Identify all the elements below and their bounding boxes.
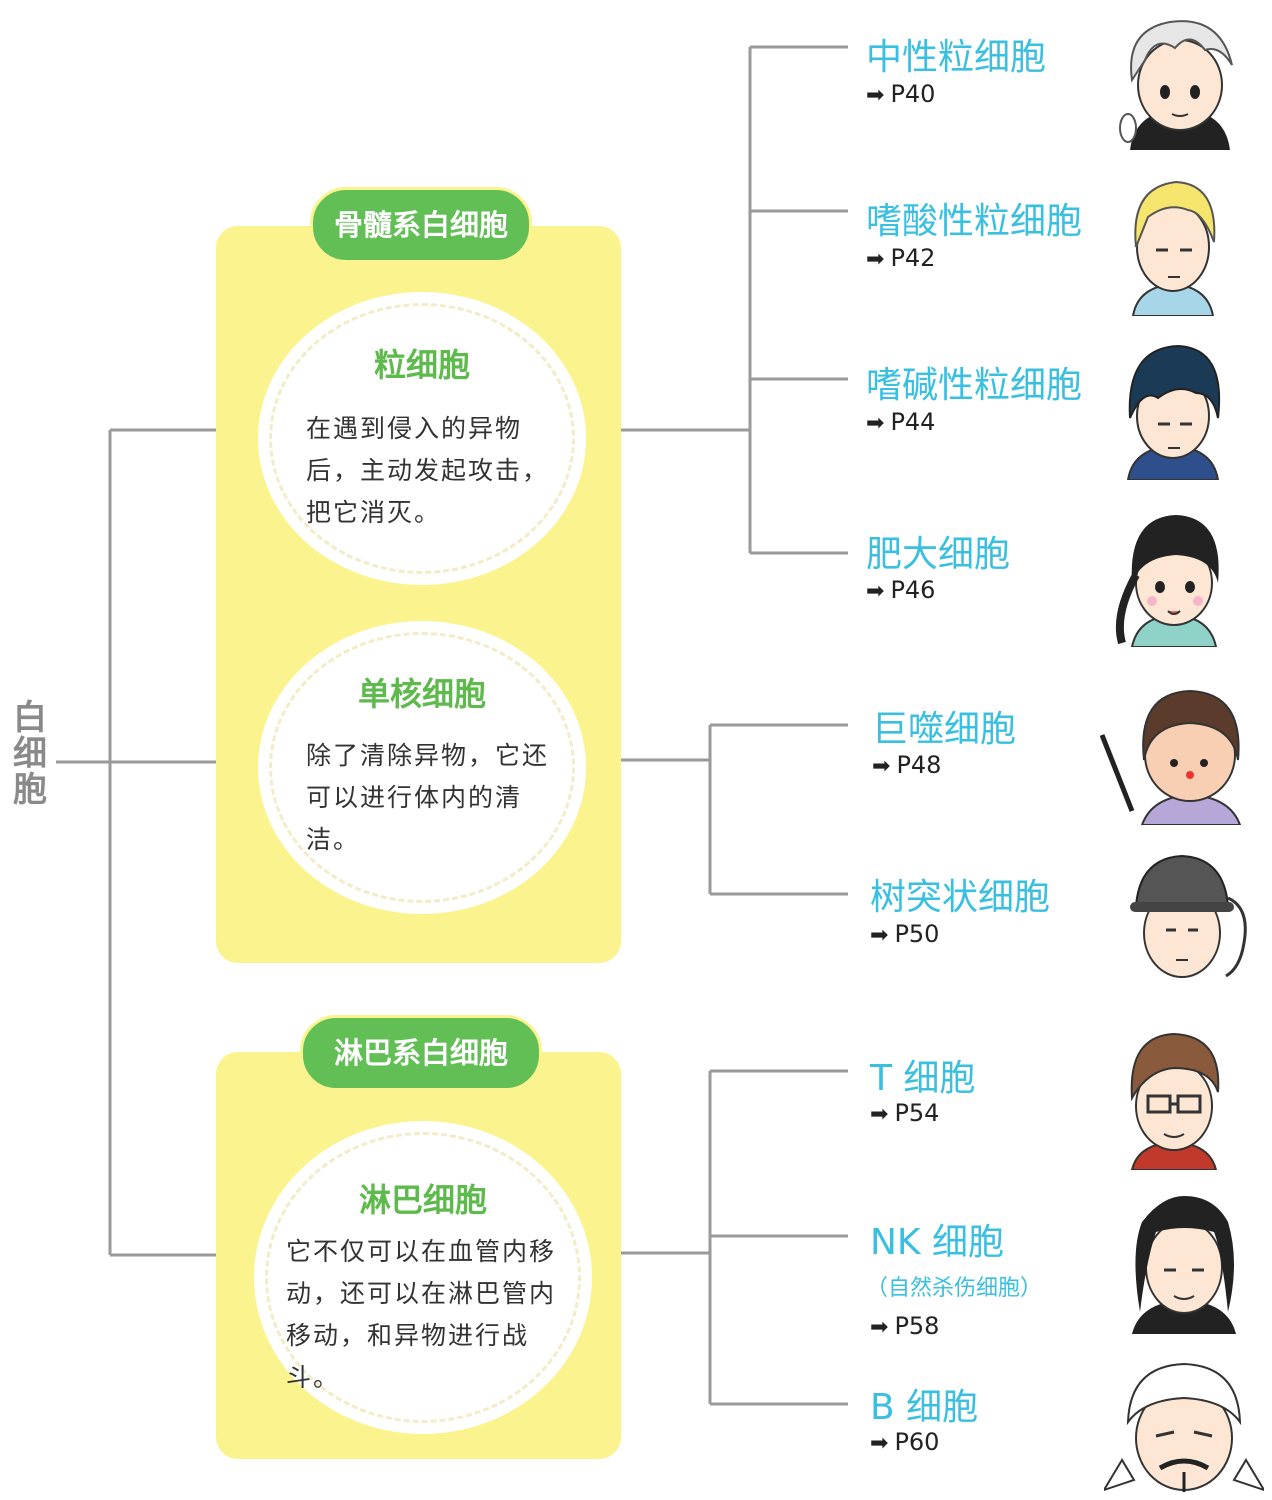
leaf-page-basophil[interactable]: ➡P44 — [866, 408, 935, 436]
arrow-icon: ➡ — [870, 1102, 889, 1127]
arrow-icon: ➡ — [866, 247, 885, 272]
dendritic-cell-character-icon — [1130, 854, 1247, 978]
lymphocyte-title: 淋巴细胞 — [358, 1181, 487, 1219]
leaf-page-t-cell[interactable]: ➡P54 — [870, 1099, 939, 1127]
leaf-page-text: P46 — [890, 576, 936, 604]
arrow-icon: ➡ — [870, 923, 889, 948]
leaf-subtitle-nk-cell: （自然杀伤细胞） — [866, 1276, 1043, 1301]
leaf-page-dendritic[interactable]: ➡P50 — [870, 920, 939, 948]
arrow-icon: ➡ — [870, 1315, 889, 1340]
basophil-character-icon — [1126, 344, 1221, 480]
leaf-name-nk-cell: NK 细胞 — [870, 1222, 1004, 1263]
monocyte-desc: 除了清除异物，它还可以进行体内的清洁。 — [306, 741, 550, 854]
leaf-name-t-cell: T 细胞 — [870, 1058, 976, 1099]
leaf-page-neutrophil[interactable]: ➡P40 — [866, 80, 935, 108]
leaf-page-text: P50 — [894, 920, 940, 948]
leaf-name-dendritic: 树突状细胞 — [870, 877, 1051, 918]
leaf-page-text: P48 — [896, 751, 942, 779]
leaf-name-basophil: 嗜碱性粒细胞 — [866, 365, 1083, 406]
granulocyte-desc: 在遇到侵入的异物后，主动发起攻击，把它消灭。 — [306, 414, 550, 527]
myeloid-badge: 骨髓系白细胞 — [310, 187, 532, 263]
arrow-icon: ➡ — [866, 83, 885, 108]
monocyte-title: 单核细胞 — [357, 675, 486, 713]
leaf-page-text: P40 — [890, 80, 936, 108]
leaf-page-text: P42 — [890, 244, 936, 272]
mast-cell-character-icon — [1115, 515, 1219, 647]
arrow-icon: ➡ — [872, 754, 891, 779]
nk-cell-character-icon — [1132, 1196, 1236, 1334]
leaf-page-text: P54 — [894, 1099, 940, 1127]
macrophage-character-icon — [1099, 689, 1242, 825]
monocyte-circle: 单核细胞 除了清除异物，它还可以进行体内的清洁。 — [262, 625, 582, 910]
root-label: 白细胞 — [13, 698, 47, 810]
leaf-name-neutrophil: 中性粒细胞 — [866, 37, 1047, 78]
b-cell-character-icon — [1104, 1362, 1264, 1492]
leaf-page-text: P58 — [894, 1312, 940, 1340]
arrow-icon: ➡ — [866, 579, 885, 604]
leaf-page-macrophage[interactable]: ➡P48 — [872, 751, 941, 779]
granulocyte-circle: 粒细胞 在遇到侵入的异物后，主动发起攻击，把它消灭。 — [262, 296, 582, 581]
leaf-page-text: P44 — [890, 408, 936, 436]
leaf-name-b-cell: B 细胞 — [870, 1387, 979, 1428]
leaf-page-nk-cell[interactable]: ➡P58 — [870, 1312, 939, 1340]
leaf-page-eosinophil[interactable]: ➡P42 — [866, 244, 935, 272]
arrow-icon: ➡ — [870, 1431, 889, 1456]
leaf-name-macrophage: 巨噬细胞 — [872, 709, 1017, 750]
leaf-page-mast-cell[interactable]: ➡P46 — [866, 576, 935, 604]
eosinophil-character-icon — [1131, 180, 1216, 316]
granulocyte-title: 粒细胞 — [373, 346, 470, 384]
t-cell-character-icon — [1130, 1032, 1220, 1170]
neutrophil-character-icon — [1119, 20, 1233, 150]
leaf-page-text: P60 — [894, 1428, 940, 1456]
leaf-name-mast-cell: 肥大细胞 — [866, 534, 1011, 575]
lymphocyte-desc: 它不仅可以在血管内移动，还可以在淋巴管内移动，和异物进行战斗。 — [286, 1237, 557, 1392]
leaf-page-b-cell[interactable]: ➡P60 — [870, 1428, 939, 1456]
arrow-icon: ➡ — [866, 411, 885, 436]
lymphoid-badge: 淋巴系白细胞 — [300, 1015, 542, 1091]
lymphocyte-circle: 淋巴细胞 它不仅可以在血管内移动，还可以在淋巴管内移动，和异物进行战斗。 — [258, 1125, 588, 1430]
leaf-name-eosinophil: 嗜酸性粒细胞 — [866, 201, 1083, 242]
